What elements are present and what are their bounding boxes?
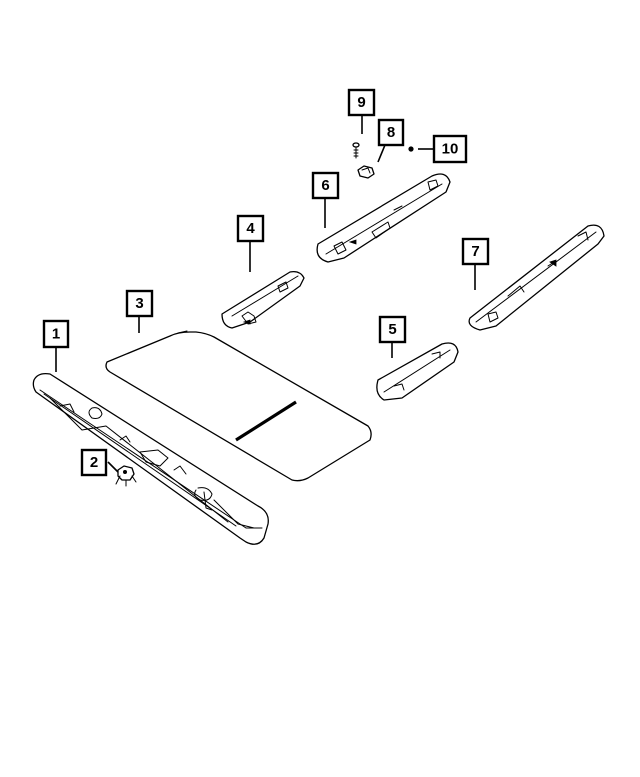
- callout-6-label: 6: [321, 177, 329, 194]
- callout-4-label: 4: [246, 220, 255, 237]
- callout-1: 1: [42, 319, 70, 349]
- callout-2-label: 2: [90, 454, 98, 471]
- callout-5-label: 5: [388, 321, 396, 338]
- callout-10-label: 10: [442, 141, 459, 158]
- long-trim-bracket: [316, 173, 451, 263]
- callout-9: 9: [347, 88, 376, 117]
- callout-5: 5: [378, 315, 407, 344]
- small-trim-bracket: [221, 270, 305, 329]
- short-trim-bracket: [376, 342, 459, 401]
- callout-6: 6: [311, 171, 340, 200]
- callout-8-label: 8: [387, 124, 395, 141]
- callout-9-label: 9: [357, 94, 365, 111]
- screw: [352, 142, 360, 159]
- callout-4: 4: [236, 214, 265, 243]
- nut-retainer: [357, 165, 375, 179]
- callout-1-label: 1: [52, 326, 60, 343]
- callout-7-label: 7: [471, 243, 479, 260]
- callout-7: 7: [461, 237, 490, 266]
- load-floor-panel: [105, 330, 372, 482]
- rear-trim-panel: [32, 372, 269, 545]
- callout-3: 3: [125, 289, 154, 318]
- callout-3-label: 3: [135, 295, 143, 312]
- callout-8: 8: [377, 118, 405, 147]
- callout-2: 2: [80, 448, 108, 477]
- callout-10: 10: [432, 134, 468, 164]
- leader-lines: [55, 115, 476, 473]
- push-pin-retainer: [115, 465, 137, 487]
- small-clip: [408, 146, 414, 152]
- long-trim-bracket-right: [468, 224, 605, 331]
